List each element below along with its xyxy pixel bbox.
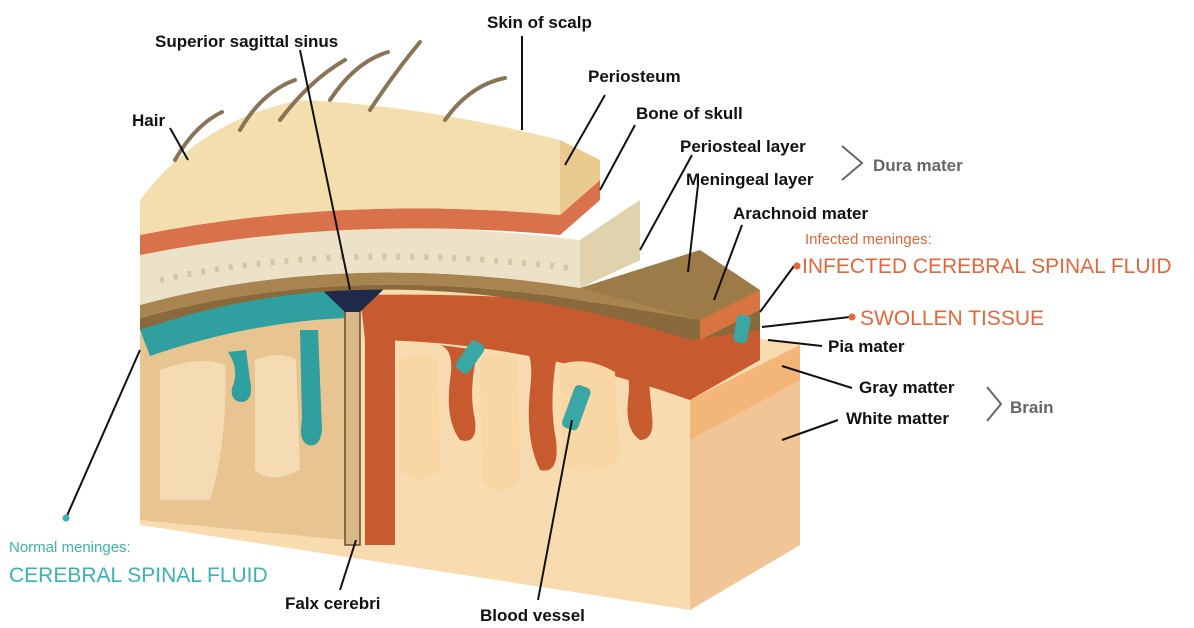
label-bone-of-skull: Bone of skull	[636, 105, 743, 122]
left-gyrus-2	[255, 355, 300, 478]
label-skin-of-scalp: Skin of scalp	[487, 14, 592, 31]
infected-csf-dot	[794, 263, 801, 270]
label-periosteal-layer: Periosteal layer	[680, 138, 806, 155]
right-gyrus-1	[398, 355, 440, 480]
leader-swollen-tissue	[762, 317, 850, 327]
label-falx-cerebri: Falx cerebri	[285, 595, 380, 612]
label-arachnoid-mater: Arachnoid mater	[733, 205, 868, 222]
leader-infected-csf	[760, 266, 794, 312]
falx-cerebri	[345, 300, 360, 545]
swollen-tissue-dot	[849, 314, 856, 321]
leader-normal-csf	[66, 350, 140, 518]
leader-periosteal-layer	[640, 155, 692, 250]
label-periosteum: Periosteum	[588, 68, 681, 85]
label-hair: Hair	[132, 112, 165, 129]
label-brain: Brain	[1010, 399, 1053, 416]
label-white-matter: White matter	[846, 410, 949, 427]
label-blood-vessel: Blood vessel	[480, 607, 585, 624]
label-superior-sagittal-sinus: Superior sagittal sinus	[155, 33, 338, 50]
brain-bracket	[987, 387, 1001, 421]
label-normal-csf: CEREBRAL SPINAL FLUID	[9, 565, 268, 586]
label-swollen-tissue: SWOLLEN TISSUE	[860, 308, 1044, 329]
label-gray-matter: Gray matter	[859, 379, 954, 396]
left-hemisphere	[140, 288, 345, 540]
label-meningeal-layer: Meningeal layer	[686, 171, 814, 188]
right-gyrus-2	[480, 355, 520, 490]
leader-bone-of-skull	[600, 125, 635, 190]
infected-sulcus-1	[365, 335, 395, 545]
label-pia-mater: Pia mater	[828, 338, 905, 355]
label-dura-mater: Dura mater	[873, 157, 963, 174]
hair-strand-5	[370, 42, 420, 110]
normal-csf-dot	[63, 515, 70, 522]
label-normal-meninges-heading: Normal meninges:	[9, 540, 131, 555]
label-infected-meninges-heading: Infected meninges:	[805, 232, 932, 247]
dura-mater-bracket	[842, 146, 862, 180]
hair-strand-6	[445, 78, 505, 120]
label-infected-csf: INFECTED CEREBRAL SPINAL FLUID	[802, 256, 1172, 277]
